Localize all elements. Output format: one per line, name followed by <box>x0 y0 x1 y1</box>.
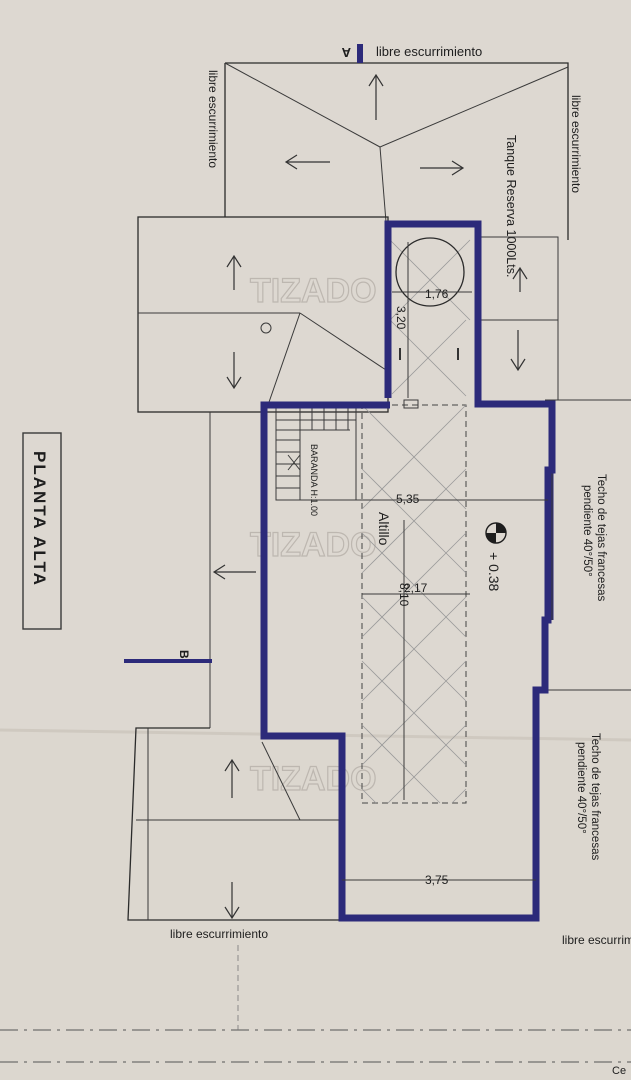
watermark-bottom: TIZADO <box>250 760 377 798</box>
left-roof-lower <box>127 727 342 921</box>
section-b-label: B <box>177 650 191 659</box>
dim-length-total: 8,10 <box>397 583 411 607</box>
runoff-label-bottom-right: libre escurrim <box>562 933 631 947</box>
wall-stub <box>403 399 419 409</box>
bottom-cut-label: Ce <box>612 1065 626 1077</box>
roof-lower-text-1: Techo de tejas francesas <box>589 733 601 860</box>
level-marker <box>485 522 507 544</box>
dim-width-bottom: 3,75 <box>425 873 449 887</box>
dim-length-upper: 5,35 <box>396 492 420 506</box>
roof-upper-text-1: Techo de tejas francesas <box>595 474 607 601</box>
altillo-hatch <box>361 239 471 804</box>
drain-circle <box>260 322 272 334</box>
title-label: PLANTA ALTA <box>30 451 49 587</box>
dim-tank-width: 1,76 <box>425 287 449 301</box>
title-box <box>22 432 62 630</box>
right-roof-upper <box>480 236 559 400</box>
dim-tank-depth: 3,20 <box>394 306 408 330</box>
roof-upper-right <box>545 399 631 691</box>
room-label-altillo: Altillo <box>376 512 392 546</box>
section-a-label: A <box>341 45 351 60</box>
staircase <box>275 404 357 501</box>
slope-arrows <box>212 73 528 920</box>
roof-lower-text-2: pendiente 40°/50° <box>575 742 587 834</box>
level-label: + 0.38 <box>486 552 502 592</box>
reference-lines <box>0 945 631 1063</box>
paper-fold-shadow <box>0 730 631 1080</box>
dimension-lines <box>276 242 548 881</box>
water-tank <box>395 237 465 307</box>
watermark-top: TIZADO <box>250 272 377 310</box>
railing-label: BARANDA H:1.00 <box>309 444 319 516</box>
runoff-label-right: libre escurrimiento <box>569 95 583 193</box>
runoff-label-left: libre escurrimiento <box>206 70 220 168</box>
watermark-middle: TIZADO <box>250 526 377 564</box>
wall-outline <box>260 220 556 922</box>
runoff-label-bottom: libre escurrimiento <box>170 927 268 941</box>
runoff-label-top: libre escurrimiento <box>376 44 482 59</box>
roof-upper-text-2: pendiente 40°/50° <box>581 485 593 577</box>
tank-label: Tanque Reserva 1000Lts. <box>504 135 518 277</box>
section-marker-a: A <box>341 44 363 63</box>
dim-width-mid: 2,17 <box>404 581 428 595</box>
